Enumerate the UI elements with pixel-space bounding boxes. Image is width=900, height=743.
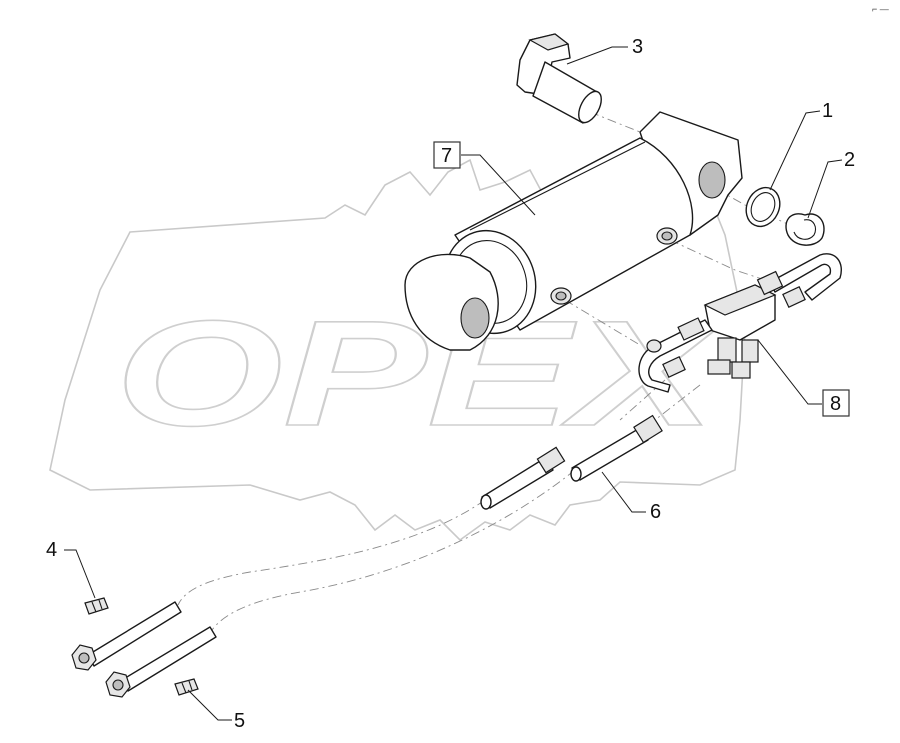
callout-4: 4 bbox=[46, 539, 57, 561]
leader-lines bbox=[64, 46, 843, 721]
pipe-medium-nut bbox=[633, 414, 663, 444]
leader-4 bbox=[64, 549, 96, 599]
circlip-body bbox=[785, 213, 825, 246]
pipe-long-nut bbox=[536, 446, 566, 474]
pipe-long-end bbox=[480, 494, 492, 510]
valve-fitting-left-2 bbox=[662, 356, 686, 378]
leader-7 bbox=[461, 154, 536, 216]
callout-8: 8 bbox=[830, 393, 841, 415]
part-cylinder bbox=[404, 111, 743, 351]
part-pipes bbox=[480, 414, 663, 510]
callout-6: 6 bbox=[650, 501, 661, 523]
pin-handle-face bbox=[528, 33, 570, 51]
axis-hose-lower bbox=[211, 469, 576, 631]
callout-5: 5 bbox=[234, 710, 245, 732]
clamp-4-detail bbox=[91, 599, 103, 613]
valve-fitting-bottom-1 bbox=[717, 337, 737, 363]
part-valve-block bbox=[638, 253, 842, 393]
leader-2 bbox=[807, 159, 843, 219]
axis-port-to-fitting bbox=[564, 299, 641, 346]
part-pin bbox=[516, 33, 602, 124]
barrel-highlight bbox=[469, 141, 646, 231]
valve-fitting-left bbox=[677, 317, 705, 341]
pin-end bbox=[578, 90, 602, 124]
callout-1: 1 bbox=[822, 100, 833, 122]
callout-3: 3 bbox=[632, 36, 643, 58]
callout-8-box bbox=[822, 389, 850, 417]
leader-8 bbox=[757, 339, 822, 405]
o-ring-inner bbox=[750, 192, 776, 222]
clamp-5-detail bbox=[181, 680, 193, 694]
o-ring-outer bbox=[745, 186, 781, 228]
leader-6 bbox=[601, 471, 646, 513]
port-rear-hole bbox=[661, 231, 673, 241]
clamp-4 bbox=[84, 597, 109, 615]
valve-block-top bbox=[703, 284, 777, 316]
circlip-inner bbox=[793, 219, 817, 240]
callout-2: 2 bbox=[844, 149, 855, 171]
rod-eye-bore bbox=[460, 297, 490, 339]
clevis-bore bbox=[698, 161, 726, 199]
part-hoses bbox=[71, 597, 217, 698]
part-circlip bbox=[785, 213, 825, 246]
valve-fitting-right bbox=[756, 270, 784, 296]
leader-1 bbox=[769, 110, 821, 191]
callout-7: 7 bbox=[441, 145, 452, 167]
valve-pipe-left bbox=[638, 319, 713, 393]
leader-3 bbox=[566, 46, 628, 65]
port-front-hole bbox=[555, 291, 567, 301]
axis-hose-upper bbox=[177, 499, 486, 606]
valve-fitting-right-end bbox=[782, 286, 806, 308]
valve-elbow-1 bbox=[707, 359, 731, 375]
pipe-medium-end bbox=[570, 466, 582, 482]
watermark-gear-outline bbox=[49, 158, 746, 542]
clamp-5 bbox=[174, 678, 199, 696]
hose-upper-bore bbox=[78, 652, 90, 664]
callout-7-box bbox=[433, 141, 461, 169]
part-o-ring bbox=[745, 186, 781, 228]
callouts: 1 2 3 4 5 6 7 8 bbox=[46, 36, 855, 732]
corner-mark: ⌐ — bbox=[872, 4, 889, 14]
valve-pipe-right bbox=[769, 253, 842, 301]
valve-fitting-bottom-2 bbox=[741, 339, 759, 363]
valve-port-plug bbox=[646, 339, 662, 353]
hose-lower-bore bbox=[112, 679, 124, 691]
leader-5 bbox=[187, 689, 232, 721]
valve-elbow-2 bbox=[731, 361, 751, 379]
